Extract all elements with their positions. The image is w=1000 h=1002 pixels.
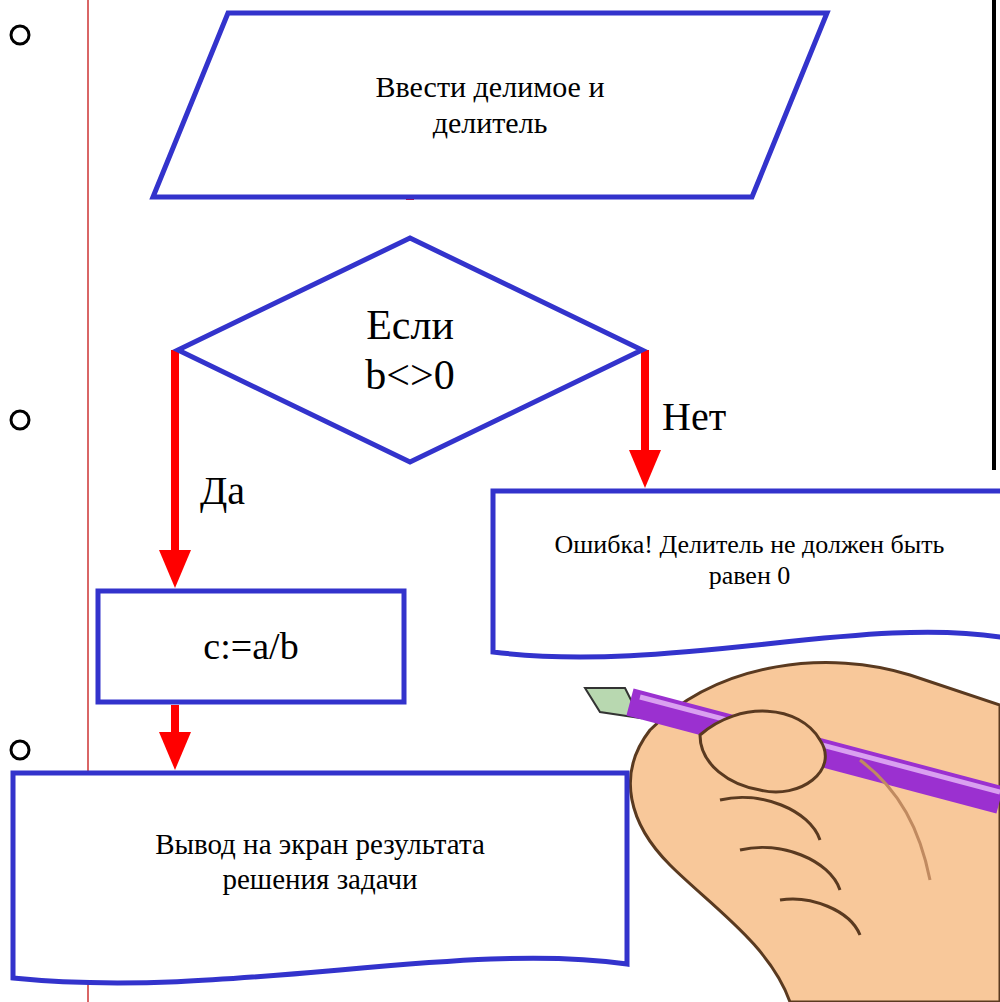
node-outline [175, 235, 645, 465]
process-box: c:=a/b [95, 588, 407, 705]
outline-path [13, 773, 627, 983]
flow-arrow [171, 705, 179, 732]
yes-label: Да [197, 469, 248, 513]
flow-arrow [171, 350, 179, 550]
decision-diamond: Если b<>0 [175, 235, 645, 465]
outline-path [98, 591, 404, 702]
binder-hole [11, 26, 29, 44]
node-text: c:=a/b [126, 624, 376, 670]
outline-path [493, 491, 1000, 657]
flow-arrow [641, 350, 649, 450]
binder-hole [11, 741, 29, 759]
output-document: Вывод на экран результата решения задачи [10, 770, 630, 998]
node-text: Ошибка! Делитель не должен быть равен 0 [535, 529, 965, 591]
no-label: Нет [659, 395, 729, 439]
input-parallelogram: Ввести делимое и делитель [150, 10, 830, 200]
node-outline [150, 10, 830, 200]
page-border [992, 0, 996, 470]
node-text: Ввести делимое и делитель [360, 69, 620, 141]
node-text: Если b<>0 [335, 300, 485, 401]
hand-illustration [585, 663, 1000, 1002]
node-text: Вывод на экран результата решения задачи [155, 827, 485, 897]
outline-path [178, 238, 642, 462]
error-document: Ошибка! Делитель не должен быть равен 0 [490, 488, 1000, 672]
binder-hole [11, 411, 29, 429]
outline-path [153, 13, 827, 197]
